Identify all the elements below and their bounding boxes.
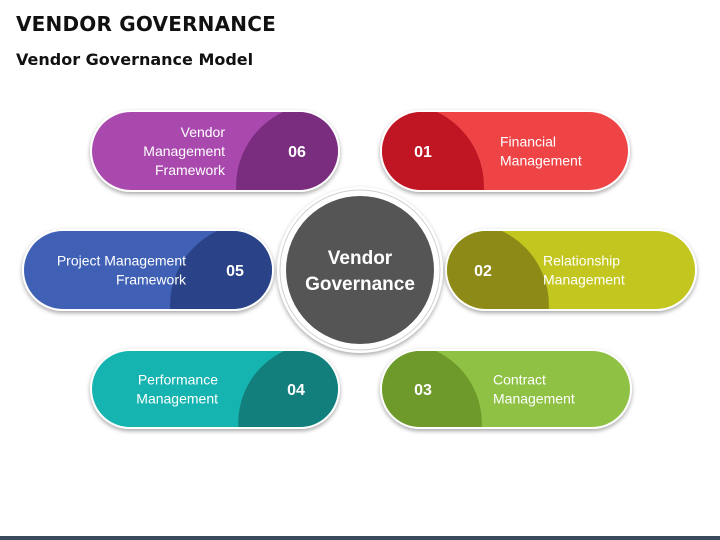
footer-bar — [0, 536, 720, 540]
pill-label-line: Framework — [155, 162, 226, 178]
pill-label-line: Management — [500, 153, 582, 169]
pill-number: 04 — [287, 382, 305, 399]
pill-label-line: Relationship — [543, 253, 620, 269]
pill-label-line: Management — [143, 143, 225, 159]
pill-number: 06 — [288, 144, 306, 161]
pill-label-line: Framework — [116, 272, 187, 288]
slide-subtitle: Vendor Governance Model — [16, 50, 254, 69]
pill-label-line: Financial — [500, 134, 556, 150]
pill-label-line: Management — [493, 391, 575, 407]
center-label-line2: Governance — [305, 274, 415, 295]
pill-number: 02 — [474, 263, 492, 280]
pill-number: 01 — [414, 144, 432, 161]
center-label-line1: Vendor — [328, 248, 393, 269]
pill-number: 03 — [414, 382, 432, 399]
pill-label-line: Management — [543, 272, 625, 288]
slide-title: VENDOR GOVERNANCE — [16, 12, 276, 36]
pill-label-line: Vendor — [181, 124, 226, 140]
pill-label-line: Management — [136, 391, 218, 407]
center-node: Vendor Governance — [277, 187, 443, 353]
pill-label-line: Contract — [493, 372, 546, 388]
pill-label-line: Project Management — [57, 253, 186, 269]
center-circle — [286, 196, 434, 344]
pill-label-line: Performance — [138, 372, 218, 388]
pill-number: 05 — [226, 263, 244, 280]
